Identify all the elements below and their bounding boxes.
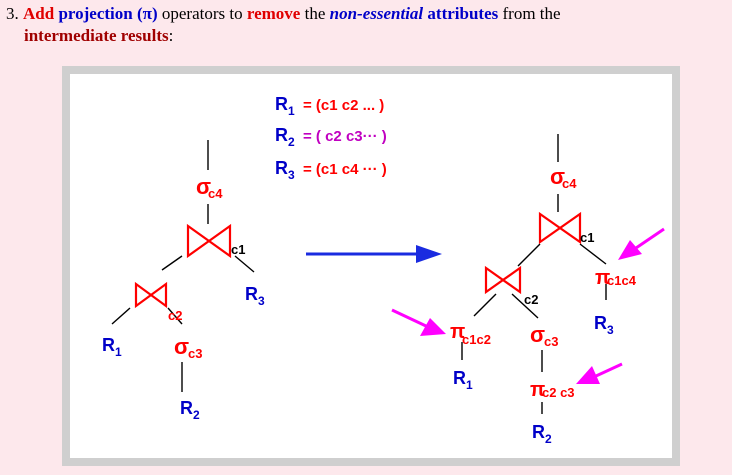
svg-text:σ: σ [530,322,545,347]
left-join-c1: c1 [186,223,245,259]
svg-text:R2: R2 [275,125,295,149]
left-r1: R1 [102,335,122,359]
right-proj-c1c4: π c1c4 [595,267,637,289]
right-query-tree [461,134,607,414]
svg-text:c1c2: c1c2 [462,332,491,347]
right-sigma-c3: σ c3 [530,322,558,349]
svg-text:σ: σ [550,164,565,189]
svg-text:c3: c3 [188,346,202,361]
query-tree-diagram: R1 = (c1 c2 ... ) R2 = ( c2 c3··· ) R3 =… [102,94,665,446]
heading-remove: remove [246,4,301,23]
right-sigma-c4: σ c4 [550,164,577,191]
heading-add: Add [23,4,55,23]
svg-text:c2 c3: c2 c3 [542,385,575,400]
heading-operators-to: operators to [161,4,243,23]
left-r3: R3 [245,284,265,308]
definition-r3: R3 = (c1 c4 ··· ) [275,158,387,182]
svg-text:π: π [450,321,465,343]
svg-text:σ: σ [174,334,189,359]
svg-text:R1: R1 [275,94,295,118]
svg-text:π: π [530,379,545,401]
svg-text:R3: R3 [245,284,265,308]
heading-colon: : [168,26,174,45]
svg-text:c1: c1 [580,230,594,245]
definition-r1: R1 = (c1 c2 ... ) [275,94,384,118]
svg-text:R2: R2 [180,398,200,422]
svg-text:c2: c2 [168,308,182,323]
left-sigma-c3: σ c3 [174,334,202,361]
heading-pi: (π) [136,4,158,23]
right-proj-c2c3: π c2 c3 [530,379,575,401]
left-join-c2: c2 [134,281,182,323]
magenta-arrow-c2c3 [576,362,623,384]
svg-text:c4: c4 [562,176,577,191]
svg-text:R3: R3 [275,158,295,182]
svg-text:c2: c2 [524,292,538,307]
definition-r2: R2 = ( c2 c3··· ) [275,125,387,149]
svg-text:c1: c1 [231,242,245,257]
heading-projection: projection [58,4,133,23]
left-query-tree [111,140,255,392]
svg-text:R1: R1 [102,335,122,359]
left-r2: R2 [180,398,200,422]
right-r2: R2 [532,422,552,446]
magenta-arrow-c1c2 [391,308,446,336]
right-join-c1: c1 [538,211,594,245]
svg-text:R1: R1 [453,368,473,392]
right-r3: R3 [594,313,614,337]
svg-text:c4: c4 [208,186,223,201]
heading-attributes: attributes [427,4,499,23]
svg-text:σ: σ [196,174,211,199]
transform-arrow [306,245,442,263]
svg-text:R3: R3 [594,313,614,337]
left-sigma-c4: σ c4 [196,174,223,201]
heading-non-essential: non-essential [329,4,424,23]
svg-text:= ( c2 c3··· ): = ( c2 c3··· ) [303,128,387,145]
svg-text:= (c1 c2 ... ): = (c1 c2 ... ) [303,97,384,114]
right-proj-c1c2: π c1c2 [450,321,491,347]
step-number: 3. [6,4,19,23]
svg-text:π: π [595,267,610,289]
svg-text:c1c4: c1c4 [607,273,637,288]
svg-text:R2: R2 [532,422,552,446]
diagram-canvas: R1 = (c1 c2 ... ) R2 = ( c2 c3··· ) R3 =… [70,74,672,458]
heading-the: the [304,4,326,23]
heading: 3. Add projection (π) operators to remov… [6,3,726,47]
right-r1: R1 [453,368,473,392]
svg-text:= (c1 c4 ··· ): = (c1 c4 ··· ) [303,161,387,178]
magenta-arrow-c1c4 [618,227,665,260]
heading-intermediate: intermediate results [24,26,169,45]
right-join-c2: c2 [484,265,538,307]
heading-from-the: from the [502,4,561,23]
svg-text:c3: c3 [544,334,558,349]
